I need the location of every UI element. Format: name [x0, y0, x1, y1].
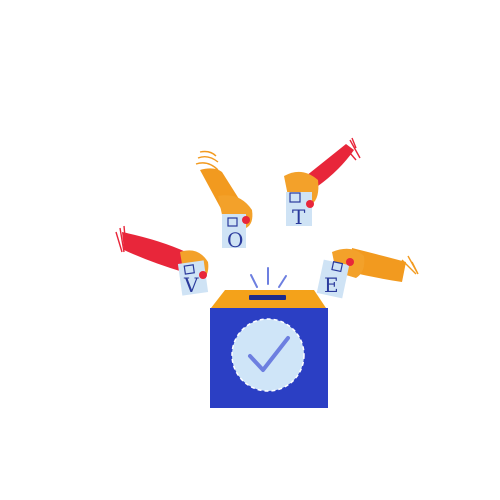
- ballot-paper: [222, 214, 246, 248]
- sleeve: [122, 232, 186, 272]
- thumb: [242, 216, 250, 224]
- sleeve-scribble: [195, 150, 219, 171]
- checkbox-icon: [227, 217, 238, 227]
- thumb: [346, 258, 354, 266]
- hand-ballot-t: T: [284, 137, 361, 229]
- hand-ballot-o: O: [195, 150, 253, 252]
- sparkle-line: [278, 275, 287, 288]
- sleeve: [306, 144, 354, 186]
- sleeve-scribble: [401, 255, 419, 275]
- ballot-box-slot: [249, 295, 286, 300]
- checkbox-icon: [183, 264, 195, 275]
- thumb: [306, 200, 314, 208]
- checkbox-icon: [289, 192, 301, 203]
- ballot-letter: T: [292, 205, 306, 229]
- ballot-box-icon: [210, 290, 328, 408]
- hand-ballot-e: E: [316, 248, 419, 299]
- sleeve-scribble: [343, 137, 361, 161]
- ballot-paper: [177, 260, 209, 296]
- ballot-letter: E: [324, 273, 339, 297]
- ballot-letter: O: [227, 228, 243, 252]
- thumb: [199, 271, 207, 279]
- sparkle-lines: [250, 267, 287, 288]
- hand-ballot-v: V: [115, 225, 209, 297]
- checkbox-icon: [331, 261, 344, 273]
- check-mark-icon: [248, 336, 290, 372]
- ballot-letter: V: [183, 273, 199, 297]
- sparkle-line: [250, 274, 258, 288]
- sleeve-scribble: [115, 225, 127, 253]
- ballot-box-seal: [231, 318, 305, 392]
